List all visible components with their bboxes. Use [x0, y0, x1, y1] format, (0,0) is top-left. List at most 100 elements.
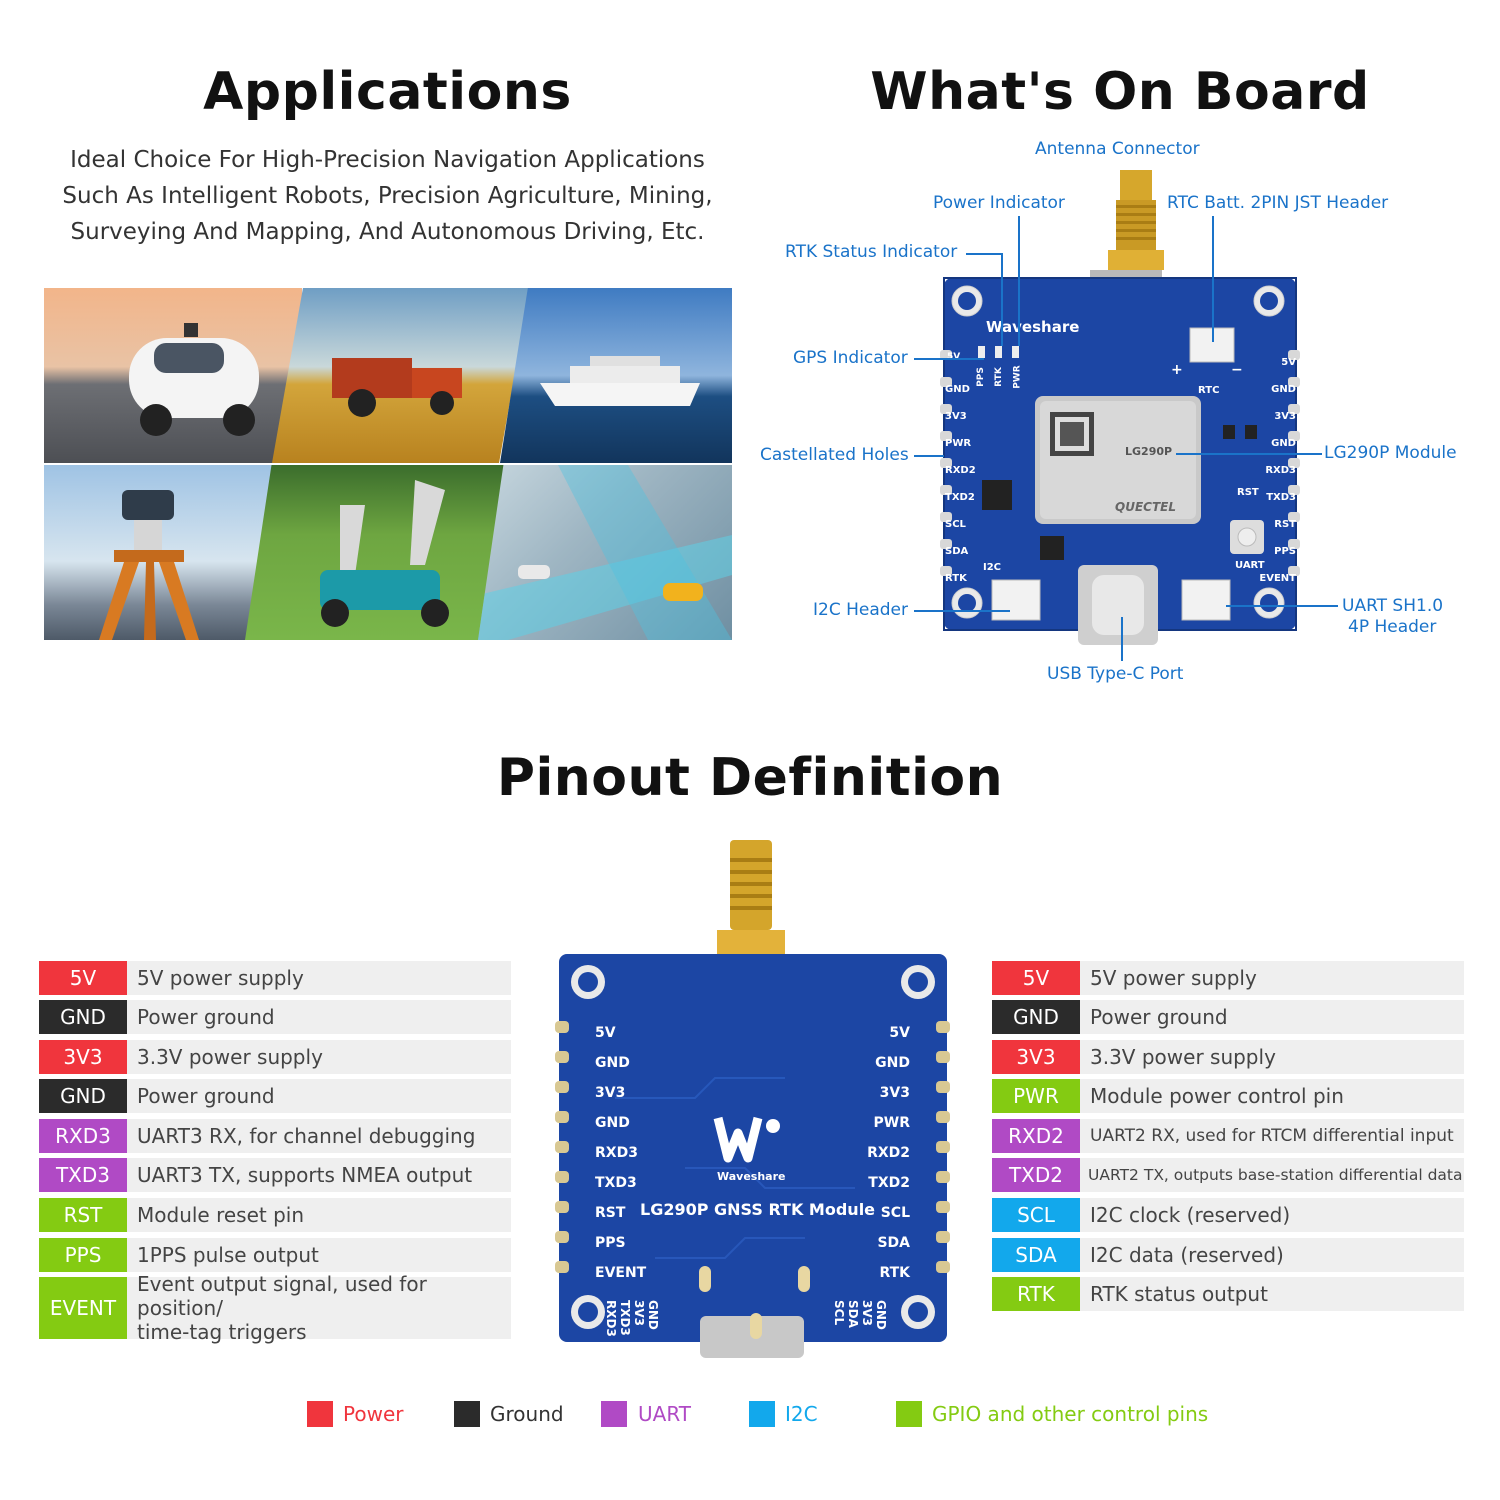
- board-pin-label: SCL: [880, 1205, 910, 1221]
- pin-row-right-rxd2: RXD2 UART2 RX, used for RTCM differentia…: [992, 1119, 1464, 1153]
- board-pin-label: 3V3: [879, 1085, 910, 1101]
- onboard-plus: +: [1171, 362, 1183, 378]
- callout-uart-header-1: UART SH1.0: [1342, 596, 1444, 616]
- applications-description: Ideal Choice For High-Precision Navigati…: [40, 142, 735, 250]
- legend-gpio-swatch: [896, 1401, 922, 1427]
- photo-lawn-mower: [245, 465, 510, 640]
- pin-desc: UART2 RX, used for RTCM differential inp…: [1080, 1119, 1464, 1153]
- onboard-right-pin: RST: [1274, 519, 1296, 530]
- pin-desc: Event output signal, used for position/ …: [127, 1272, 511, 1344]
- applications-line-3: Surveying And Mapping, And Autonomous Dr…: [70, 219, 705, 245]
- pinout-board-brand: Waveshare: [717, 1170, 786, 1183]
- legend-ground-swatch: [454, 1401, 480, 1427]
- pin-desc: UART3 TX, supports NMEA output: [127, 1158, 511, 1192]
- photo-harvester: [272, 288, 530, 463]
- callout-i2c-header: I2C Header: [813, 600, 909, 620]
- pin-desc: RTK status output: [1080, 1277, 1464, 1311]
- legend-i2c-label: I2C: [785, 1402, 818, 1426]
- onboard-left-pin: RTK: [945, 573, 967, 584]
- pin-desc: 3.3V power supply: [127, 1040, 511, 1074]
- pin-desc: 1PPS pulse output: [127, 1238, 511, 1272]
- board-pin-label: PWR: [873, 1115, 910, 1131]
- pin-row-right-sda: SDA I2C data (reserved): [992, 1238, 1464, 1272]
- pin-tag: RXD3: [39, 1119, 127, 1153]
- onboard-right-pin: GND: [1271, 384, 1296, 395]
- onboard-right-pin: 3V3: [1274, 411, 1296, 422]
- board-pin-label: SDA: [846, 1300, 860, 1328]
- pin-desc: UART2 TX, outputs base-station different…: [1080, 1158, 1464, 1192]
- legend-i2c-swatch: [749, 1401, 775, 1427]
- legend-power-swatch: [307, 1401, 333, 1427]
- pin-tag: TXD2: [992, 1158, 1080, 1192]
- pin-tag: 5V: [39, 961, 127, 995]
- pin-tag: RST: [39, 1198, 127, 1232]
- pinout-board-bottom-right-pins: GND 3V3 SDA SCL: [830, 1300, 890, 1340]
- pin-tag: GND: [39, 1079, 127, 1113]
- onboard-left-pin: RXD2: [945, 465, 976, 476]
- pin-desc-line-2: time-tag triggers: [137, 1320, 307, 1344]
- pin-row-left-pps: PPS 1PPS pulse output: [39, 1238, 511, 1272]
- pinout-board-module-name: LG290P GNSS RTK Module: [640, 1200, 876, 1219]
- pinout-board-bottom-left-pins: GND 3V3 TXD3 RXD3: [604, 1300, 676, 1340]
- pin-tag: RTK: [992, 1277, 1080, 1311]
- pin-tag: SCL: [992, 1198, 1080, 1232]
- onboard-led-pwr: PWR: [1012, 365, 1023, 389]
- pin-desc: Power ground: [127, 1079, 511, 1113]
- pin-desc: I2C clock (reserved): [1080, 1198, 1464, 1232]
- pin-tag: PPS: [39, 1238, 127, 1272]
- onboard-right-pin: GND: [1271, 438, 1296, 449]
- pin-row-left-rxd3: RXD3 UART3 RX, for channel debugging: [39, 1119, 511, 1153]
- board-pin-label: GND: [874, 1300, 888, 1330]
- pin-tag: PWR: [992, 1079, 1080, 1113]
- onboard-left-pin-labels: GND 3V3 PWR RXD2 TXD2 SCL SDA RTK: [945, 376, 976, 592]
- onboard-right-pin: 5V: [1281, 357, 1296, 368]
- pin-desc: UART3 RX, for channel debugging: [127, 1119, 511, 1153]
- pin-row-left-gnd2: GND Power ground: [39, 1079, 511, 1113]
- onboard-left-pin: GND: [945, 384, 970, 395]
- onboard-led-pps: PPS: [975, 367, 986, 387]
- pin-row-right-txd2: TXD2 UART2 TX, outputs base-station diff…: [992, 1158, 1464, 1192]
- board-pin-label: 5V: [889, 1025, 910, 1041]
- board-pin-label: GND: [646, 1300, 660, 1330]
- board-pin-label: GND: [595, 1115, 630, 1131]
- pin-tag: GND: [39, 1000, 127, 1034]
- legend-uart-label: UART: [638, 1402, 691, 1426]
- callout-rtk-status: RTK Status Indicator: [785, 242, 958, 262]
- pin-desc: Power ground: [127, 1000, 511, 1034]
- board-pin-label: GND: [595, 1055, 630, 1071]
- pin-desc: Module power control pin: [1080, 1079, 1464, 1113]
- callout-castellated-holes: Castellated Holes: [760, 445, 909, 465]
- photo-survey-tripod: [44, 465, 272, 640]
- board-pin-label: 5V: [595, 1025, 616, 1041]
- applications-line-2: Such As Intelligent Robots, Precision Ag…: [62, 183, 713, 209]
- callout-power-indicator: Power Indicator: [933, 193, 1065, 213]
- onboard-left-pin: SCL: [945, 519, 966, 530]
- onboard-led-5v: 5V: [947, 352, 961, 362]
- pin-tag: 3V3: [992, 1040, 1080, 1074]
- callout-rtc-header: RTC Batt. 2PIN JST Header: [1167, 193, 1389, 213]
- onboard-chip-model: LG290P: [1125, 445, 1173, 458]
- pin-tag: TXD3: [39, 1158, 127, 1192]
- pin-row-right-pwr: PWR Module power control pin: [992, 1079, 1464, 1113]
- pin-desc: 5V power supply: [127, 961, 511, 995]
- onboard-right-pin: EVENT: [1259, 573, 1296, 584]
- callout-antenna-connector: Antenna Connector: [1035, 139, 1200, 159]
- pin-tag: 3V3: [39, 1040, 127, 1074]
- pin-row-right-rtk: RTK RTK status output: [992, 1277, 1464, 1311]
- legend-ground-label: Ground: [490, 1402, 564, 1426]
- applications-line-1: Ideal Choice For High-Precision Navigati…: [70, 147, 705, 173]
- pin-desc: Module reset pin: [127, 1198, 511, 1232]
- onboard-left-pin: 3V3: [945, 411, 967, 422]
- pin-row-right-scl: SCL I2C clock (reserved): [992, 1198, 1464, 1232]
- onboard-i2c-label: I2C: [983, 562, 1002, 573]
- onboard-right-pin: TXD3: [1266, 492, 1296, 503]
- pin-row-right-3v3: 3V3 3.3V power supply: [992, 1040, 1464, 1074]
- board-pin-label: GND: [875, 1055, 910, 1071]
- onboard-rtc-label: RTC: [1198, 385, 1220, 396]
- board-pin-label: TXD2: [868, 1175, 910, 1191]
- photo-smart-intersection: [478, 465, 732, 640]
- pin-row-left-5v: 5V 5V power supply: [39, 961, 511, 995]
- pin-row-left-event: EVENT Event output signal, used for posi…: [39, 1272, 511, 1344]
- photo-self-driving-car: [44, 288, 302, 463]
- board-pin-label: RXD3: [595, 1145, 638, 1161]
